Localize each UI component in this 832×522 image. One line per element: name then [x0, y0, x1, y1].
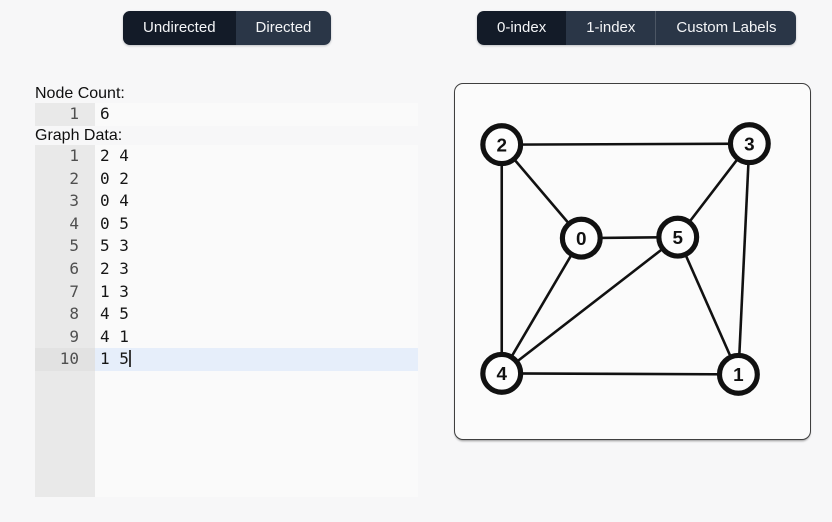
toggle-0-index-button[interactable]: 0-index [477, 11, 567, 45]
graph-edge-0-4 [500, 237, 583, 375]
line-number: 9 [69, 326, 79, 346]
node-circle [716, 352, 760, 396]
graph-data-label: Graph Data: [35, 127, 123, 144]
node-count-label: Node Count: [35, 85, 125, 102]
graph-edge-1-3 [737, 143, 751, 375]
graph-svg: 0 1 2 3 4 5 [480, 122, 771, 396]
node-circle [480, 123, 524, 167]
graph-edge-1-5 [676, 236, 740, 375]
graph-edge-4-5 [500, 236, 679, 375]
graph-node-5[interactable]: 5 [656, 215, 700, 259]
graph-node-2[interactable]: 2 [480, 123, 524, 167]
toggle-1-index-button[interactable]: 1-index [566, 11, 656, 45]
line-number: 7 [69, 281, 79, 301]
text-cursor [128, 350, 131, 368]
graph-node-4[interactable]: 4 [480, 351, 524, 395]
line-number: 4 [69, 213, 79, 233]
node-count-editor[interactable]: 1 6 [35, 103, 418, 126]
code-line-text: 2 3 [100, 258, 129, 278]
code-line-text: 2 4 [100, 146, 129, 165]
graph-canvas-panel[interactable]: 0 1 2 3 4 5 [454, 83, 811, 440]
node-label: 2 [496, 135, 507, 156]
graph-edge-4-1 [501, 372, 739, 376]
code-line[interactable]: 1 3 [95, 281, 418, 304]
graph-edge-2-3 [501, 142, 750, 146]
node-circle [559, 216, 603, 260]
toggle-directed-button[interactable]: Directed [235, 11, 332, 45]
node-label: 5 [672, 228, 683, 249]
node-circle [656, 215, 700, 259]
node-count-gutter: 1 [35, 103, 95, 126]
code-line[interactable]: 4 1 [95, 326, 418, 349]
line-number: 3 [69, 191, 79, 211]
code-line[interactable]: 0 4 [95, 190, 418, 213]
code-line-text: 5 3 [100, 236, 129, 256]
line-number: 8 [69, 304, 79, 324]
node-label: 0 [576, 229, 587, 250]
code-line[interactable]: 2 4 [95, 145, 418, 168]
line-number: 10 [35, 348, 95, 371]
line-number: 2 [69, 168, 79, 188]
code-line-text: 1 5 [100, 349, 129, 369]
code-line[interactable]: 5 3 [95, 235, 418, 258]
line-number: 1 [69, 104, 79, 123]
node-label: 1 [733, 365, 743, 386]
code-line[interactable]: 2 3 [95, 258, 418, 281]
line-number: 6 [69, 258, 79, 278]
node-count-value[interactable]: 6 [100, 104, 110, 123]
graph-node-1[interactable]: 1 [716, 352, 760, 396]
code-line-text: 4 5 [100, 304, 129, 324]
code-line[interactable]: 1 5 [95, 348, 418, 371]
code-line[interactable]: 0 2 [95, 168, 418, 191]
line-number: 5 [69, 236, 79, 256]
graph-node-0[interactable]: 0 [559, 216, 603, 260]
node-circle [727, 122, 771, 166]
node-label: 3 [744, 134, 755, 155]
graph-node-3[interactable]: 3 [727, 122, 771, 166]
code-line-text: 0 2 [100, 168, 129, 188]
node-label: 4 [496, 364, 507, 385]
code-line[interactable]: 4 5 [95, 303, 418, 326]
code-line-text: 0 4 [100, 191, 129, 211]
toggle-custom-labels-button[interactable]: Custom Labels [655, 11, 797, 45]
code-line[interactable]: 0 5 [95, 213, 418, 236]
node-count-content[interactable]: 6 [95, 103, 418, 126]
code-line-text: 0 5 [100, 213, 129, 233]
toggle-undirected-button[interactable]: Undirected [123, 11, 236, 45]
node-circle [480, 351, 524, 395]
code-line-text: 1 3 [100, 281, 129, 301]
code-line-text: 4 1 [100, 326, 129, 346]
line-number: 1 [69, 146, 79, 165]
